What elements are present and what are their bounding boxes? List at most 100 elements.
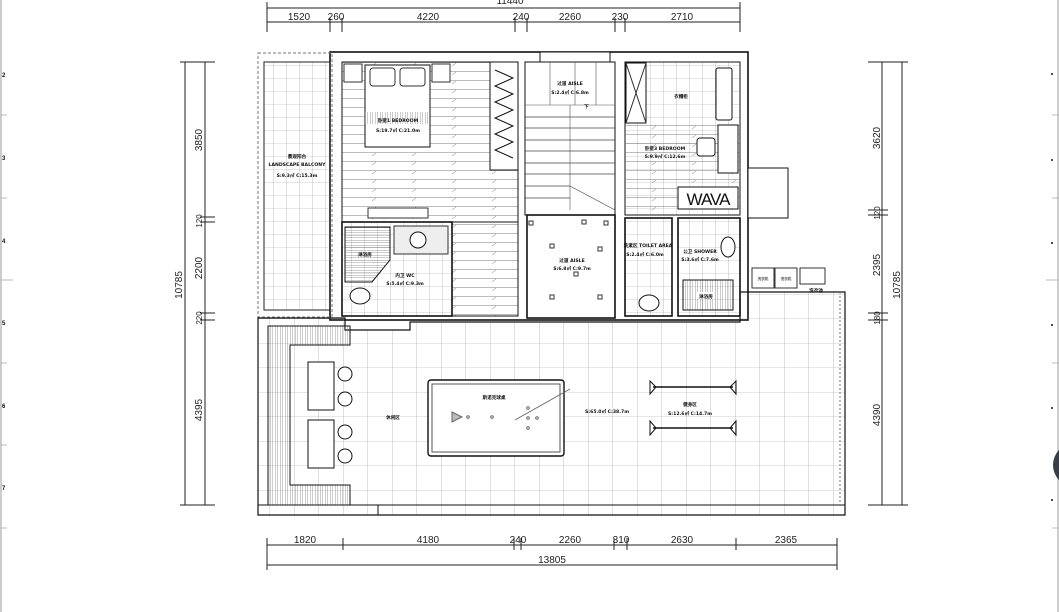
room-label: 健身区 [683, 401, 697, 408]
dim-label: 120 [873, 206, 882, 220]
right-ruler [1046, 0, 1059, 612]
room-stats: S:6.8㎡ C:9.7m [553, 265, 591, 272]
basin-icon [638, 294, 660, 312]
ruler-mark: 6 [2, 404, 6, 410]
furniture-label: 斯诺克球桌 [483, 394, 506, 401]
aisle-2: 过道 AISLE S:6.8㎡ C:9.7m [526, 214, 616, 319]
dim-label: 11440 [496, 0, 524, 7]
dim-label: 260 [328, 12, 345, 23]
dim-label: 3850 [194, 128, 205, 151]
dim-label: 4395 [194, 398, 205, 421]
ball-rack-icon [451, 411, 464, 423]
table-icon [307, 361, 335, 411]
bathtub-icon [715, 67, 733, 121]
dim-label: 4180 [417, 535, 440, 546]
upper-floor: 景观阳台 LANDSCAPE BALCONY S:9.3㎡ C:15.3m 卧室… [257, 51, 789, 321]
left-dimensions: 3850 120 2200 220 4395 10785 [174, 61, 215, 506]
bedroom-3: WAVA 衣帽柜 卧室3 BEDROOM S:9.9㎡ C:12.6m [624, 61, 741, 216]
ruler-mark: 5 [2, 321, 6, 327]
ruler-mark: 2 [2, 73, 6, 79]
room-label: 淋浴房 [358, 251, 372, 258]
wc: 淋浴房 内卫 WC S:5.4㎡ C:9.3m [341, 221, 453, 317]
room-stats: S:2.4㎡ C:6.0m [626, 251, 664, 258]
room-label: 衣帽柜 [674, 93, 688, 100]
toilet-icon [349, 287, 371, 305]
wardrobe-icon [677, 186, 739, 210]
room-label: 景观阳台 [288, 153, 307, 160]
dim-label: 240 [513, 12, 530, 23]
room-stats: S:9.3㎡ C:15.3m [277, 172, 318, 179]
dim-label: 3620 [872, 126, 883, 149]
stool-icon [337, 366, 353, 382]
bottom-dimensions: 1820 4180 240 2260 310 2630 2365 13805 [266, 535, 838, 570]
desk-icon [717, 124, 739, 174]
dim-label: 310 [613, 535, 630, 546]
room-stats: S:12.6㎡ C:14.7m [668, 410, 712, 417]
room-stats: S:3.6㎡ C:7.6m [681, 256, 719, 263]
washing-machine-icon [774, 267, 798, 289]
tv-cabinet-icon [367, 207, 429, 219]
dim-label: 240 [510, 535, 527, 546]
dim-label: 2200 [194, 256, 205, 279]
right-dimensions: 3620 120 2395 180 4390 10785 [868, 61, 908, 506]
room-label: 内卫 WC [395, 272, 415, 279]
toilet-area: 洗漱区 TOILET AREA S:2.4㎡ C:6.0m [624, 217, 673, 317]
stool-icon [337, 424, 353, 440]
scroll-handle[interactable] [1053, 443, 1059, 487]
nightstand-icon [431, 63, 451, 83]
room-label: 过道 AISLE [559, 257, 584, 264]
left-ruler: 2 3 4 5 6 7 [0, 0, 13, 612]
room-label: 洗漱区 TOILET AREA [624, 242, 673, 249]
cue-icon [514, 388, 571, 421]
dim-label: 13805 [538, 555, 566, 566]
wardrobe-label: WAVA [687, 190, 732, 209]
room-stats: S:65.0㎡ C:38.7m [585, 408, 629, 415]
bar-counter [267, 325, 353, 506]
dim-label: 2260 [559, 12, 582, 23]
gym-area: 健身区 S:12.6㎡ C:14.7m [649, 379, 737, 437]
room-stats: S:5.4㎡ C:9.3m [386, 280, 424, 287]
washing-machine-icon [751, 267, 775, 289]
dim-label: 1820 [294, 535, 317, 546]
ruler-mark: 3 [2, 156, 6, 162]
table-icon [307, 419, 335, 469]
stool-icon [337, 448, 353, 464]
stair-direction-label: 下 [584, 103, 589, 110]
dim-label: 2260 [559, 535, 582, 546]
room-stats: S:2.4㎡ C:6.8m [551, 89, 589, 96]
top-dimensions: 11440 1520 260 4220 240 2260 230 2710 [266, 0, 741, 32]
room-stats: S:9.9㎡ C:12.6m [645, 153, 686, 160]
dim-label: 230 [612, 12, 629, 23]
room-label: 过道 AISLE [557, 80, 582, 87]
appliance-label: 洗衣池 [809, 287, 823, 294]
room-stats: S:19.7㎡ C:21.0m [376, 127, 420, 134]
dim-label: 4390 [872, 403, 883, 426]
dim-label: 2710 [671, 12, 694, 23]
laundry-sink-icon [799, 267, 826, 285]
ruler-mark: 4 [2, 239, 6, 245]
room-label: 卧室3 BEDROOM [645, 145, 686, 152]
landscape-balcony: 景观阳台 LANDSCAPE BALCONY S:9.3㎡ C:15.3m [257, 52, 333, 318]
aisle-1: 过道 AISLE S:2.4㎡ C:6.8m 下 [524, 51, 616, 216]
terrace: 洗衣机 洗衣机 洗衣池 休闲区 斯诺克球桌 S:65.0㎡ C:38.7m [257, 267, 846, 516]
pool-table: 斯诺克球桌 [427, 379, 571, 457]
room-label: 公卫 SHOWER [683, 248, 717, 255]
appliance-label: 洗衣机 [758, 276, 769, 281]
room-label: 休闲区 [385, 414, 400, 421]
room-label: 淋浴房 [699, 293, 713, 300]
nightstand-icon [343, 63, 363, 83]
dim-label: 10785 [174, 271, 185, 299]
laundry-area: 洗衣机 洗衣机 洗衣池 [751, 267, 826, 294]
ruler-mark: 7 [2, 486, 6, 492]
dim-label: 10785 [892, 271, 903, 299]
shower-room: 公卫 SHOWER S:3.6㎡ C:7.6m 淋浴房 [677, 217, 741, 317]
bedroom-1: 卧室1 BEDROOM S:19.7㎡ C:21.0m [341, 61, 519, 317]
appliance-label: 洗衣机 [781, 276, 792, 281]
dim-label: 180 [873, 311, 882, 325]
dim-label: 120 [195, 214, 204, 228]
chair-icon [696, 137, 716, 157]
dim-label: 2365 [775, 535, 798, 546]
outdoor-unit [747, 167, 789, 219]
dim-label: 2395 [872, 253, 883, 276]
